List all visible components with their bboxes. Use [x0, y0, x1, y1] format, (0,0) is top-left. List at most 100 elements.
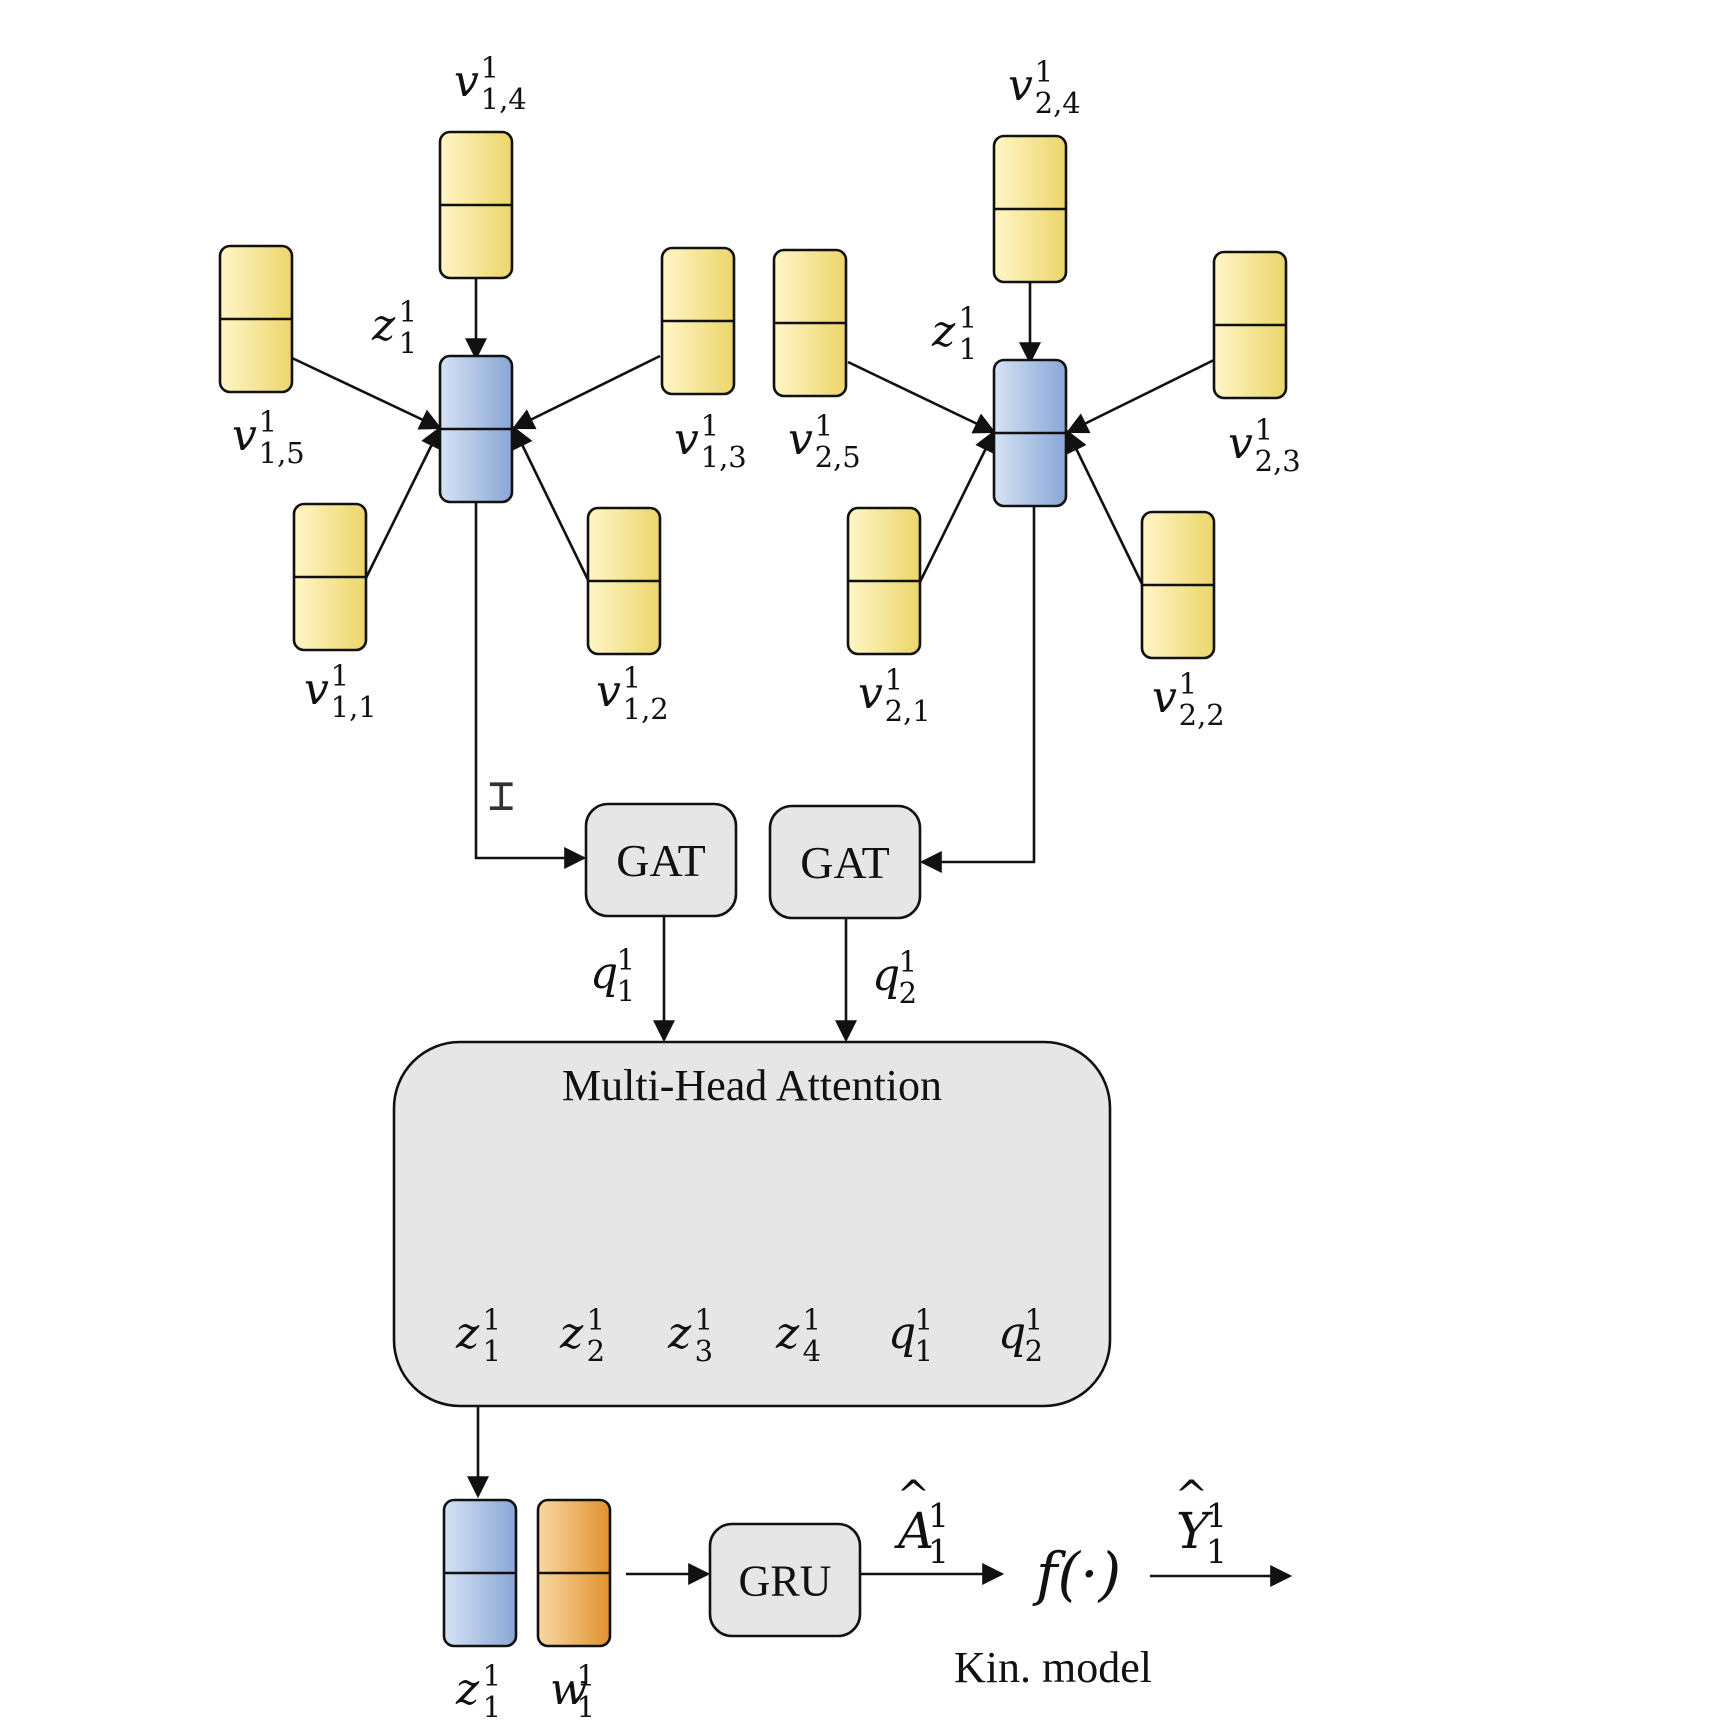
left-graph-neighbor-label-v12-sub: 1,2	[623, 692, 669, 726]
gat-module-2: GAT	[768, 804, 922, 920]
attention-token-label-6: q	[998, 1308, 1026, 1359]
text-cursor-icon: ⌶	[488, 770, 515, 821]
attention-token-label-3-sup: 1	[695, 1303, 713, 1337]
right-graph-neighbor-label-v25-sup: 1	[815, 409, 833, 443]
gat-output-label-2-sub: 2	[899, 976, 917, 1010]
left-graph-neighbor-cell-v13	[660, 246, 736, 396]
gru-output-label-sub: 1	[928, 1532, 949, 1571]
left-graph-neighbor-label-v11-sup: 1	[331, 659, 349, 693]
attention-token-label-2: z	[559, 1308, 584, 1359]
left-graph-neighbor-label-v14: v	[454, 56, 479, 107]
right-graph-neighbor-cell-v23	[1212, 250, 1288, 400]
attention-title: Multi-Head Attention	[562, 1061, 942, 1110]
bottom-input-cell-1	[442, 1498, 518, 1648]
gat-output-label-1-sub: 1	[617, 974, 635, 1008]
right-graph-neighbor-label-v23-sup: 1	[1255, 413, 1273, 447]
left-graph-neighbor-label-v12: v	[596, 666, 621, 717]
right-graph-neighbor-label-v22-sub: 2,2	[1179, 698, 1225, 732]
attention-token-label-1-sub: 1	[483, 1334, 501, 1368]
gru-output-label-accent: ^	[897, 1473, 931, 1519]
right-graph-center-label-sup: 1	[959, 301, 977, 335]
edge-v15-to-z1	[291, 356, 442, 430]
attention-token-label-5-sup: 1	[915, 1303, 933, 1337]
edge-v25-to-z1	[847, 360, 996, 434]
left-graph-neighbor-cell-v14	[438, 130, 514, 280]
final-output-label-sup: 1	[1206, 1496, 1227, 1535]
left-graph-neighbor-label-v11: v	[304, 664, 329, 715]
bottom-input-label-2-sup: 1	[577, 1659, 595, 1693]
function-label: f(·)	[1032, 1540, 1121, 1608]
attention-token-label-3: z	[667, 1308, 692, 1359]
left-graph-neighbor-label-v13-sup: 1	[701, 409, 719, 443]
gat-output-label-1: q	[590, 948, 618, 999]
right-graph-neighbor-label-v24-sup: 1	[1035, 55, 1053, 89]
right-graph-neighbor-label-v24-sub: 2,4	[1035, 86, 1081, 120]
left-graph-neighbor-label-v15-sub: 1,5	[259, 436, 305, 470]
right-graph-neighbor-cell-v25	[772, 248, 848, 398]
right-graph-neighbor-label-v25-sub: 2,5	[815, 440, 861, 474]
left-graph-center-label-sup: 1	[399, 295, 417, 329]
right-graph-neighbor-label-v21: v	[858, 668, 883, 719]
edge-v23-to-z1	[1066, 358, 1215, 434]
edge-v21-to-z1	[918, 430, 996, 583]
gat-module-2-label: GAT	[800, 837, 889, 888]
bottom-input-label-1-sub: 1	[483, 1690, 501, 1724]
left-graph-neighbor-cell-v15	[218, 244, 294, 394]
edges	[291, 278, 1293, 1587]
bottom-input-label-1-sup: 1	[483, 1659, 501, 1693]
bottom-input-cell-2	[536, 1498, 612, 1648]
edge-right-center-to-gat2	[919, 504, 1036, 873]
left-graph-neighbor-label-v14-sub: 1,4	[481, 82, 527, 116]
gat-output-label-2: q	[872, 950, 900, 1001]
right-graph-neighbor-label-v25: v	[788, 414, 813, 465]
attention-token-label-2-sup: 1	[587, 1303, 605, 1337]
gru-output-label: A	[894, 1502, 934, 1560]
right-graph-neighbor-label-v22-sup: 1	[1179, 667, 1197, 701]
edge-left-center-to-gat1	[474, 502, 587, 869]
left-graph-neighbor-label-v13-sub: 1,3	[701, 440, 747, 474]
attention-token-label-4-sub: 4	[803, 1334, 821, 1368]
right-graph-neighbor-label-v23-sub: 2,3	[1255, 444, 1301, 478]
final-output-label-accent: ^	[1175, 1473, 1209, 1519]
attention-token-label-2-sub: 2	[587, 1334, 605, 1368]
left-graph-neighbor-cell-v12	[586, 506, 662, 656]
left-graph-neighbor-label-v11-sub: 1,1	[331, 690, 377, 724]
gat-output-label-2-sup: 1	[899, 945, 917, 979]
right-graph-neighbor-cell-v24	[992, 134, 1068, 284]
attention-token-label-4-sup: 1	[803, 1303, 821, 1337]
left-graph-center-label-sub: 1	[399, 326, 417, 360]
right-graph-center-label: z	[931, 306, 956, 357]
left-graph-neighbor-label-v15-sup: 1	[259, 405, 277, 439]
bottom-input-label-1: z	[455, 1664, 480, 1715]
gru-module: GRU	[708, 1522, 862, 1638]
gat-module-1-label: GAT	[616, 835, 705, 886]
left-graph-neighbor-label-v14-sup: 1	[481, 51, 499, 85]
gru-output-label-sup: 1	[928, 1496, 949, 1535]
right-graph-center-label-sub: 1	[959, 332, 977, 366]
right-graph-neighbor-label-v24: v	[1008, 60, 1033, 111]
attention-token-label-4: z	[775, 1308, 800, 1359]
left-graph-neighbor-label-v12-sup: 1	[623, 661, 641, 695]
gat-module-1: GAT	[584, 802, 738, 918]
final-output-label-sub: 1	[1206, 1532, 1227, 1571]
multi-head-attention-box	[392, 1040, 1112, 1408]
left-graph-center-label: z	[371, 300, 396, 351]
right-graph-neighbor-label-v21-sub: 2,1	[885, 694, 931, 728]
attention-token-label-6-sub: 2	[1025, 1334, 1043, 1368]
edge-v12-to-z1	[512, 426, 590, 581]
right-graph-center-cell	[992, 358, 1068, 508]
attention-token-label-1-sup: 1	[483, 1303, 501, 1337]
vector-cells	[218, 130, 1288, 1648]
bottom-input-label-2-sub: 1	[577, 1690, 595, 1724]
bottom-input-label-2: w	[550, 1664, 588, 1715]
right-graph-neighbor-label-v23: v	[1228, 418, 1253, 469]
left-graph-neighbor-label-v15: v	[232, 410, 257, 461]
right-graph-neighbor-label-v21-sup: 1	[885, 663, 903, 697]
left-graph-center-cell	[438, 354, 514, 504]
attention-token-label-1: z	[455, 1308, 480, 1359]
attention-token-label-3-sub: 3	[695, 1334, 713, 1368]
attention-token-label-5-sub: 1	[915, 1334, 933, 1368]
left-graph-neighbor-label-v13: v	[674, 414, 699, 465]
gat-output-label-1-sup: 1	[617, 943, 635, 977]
